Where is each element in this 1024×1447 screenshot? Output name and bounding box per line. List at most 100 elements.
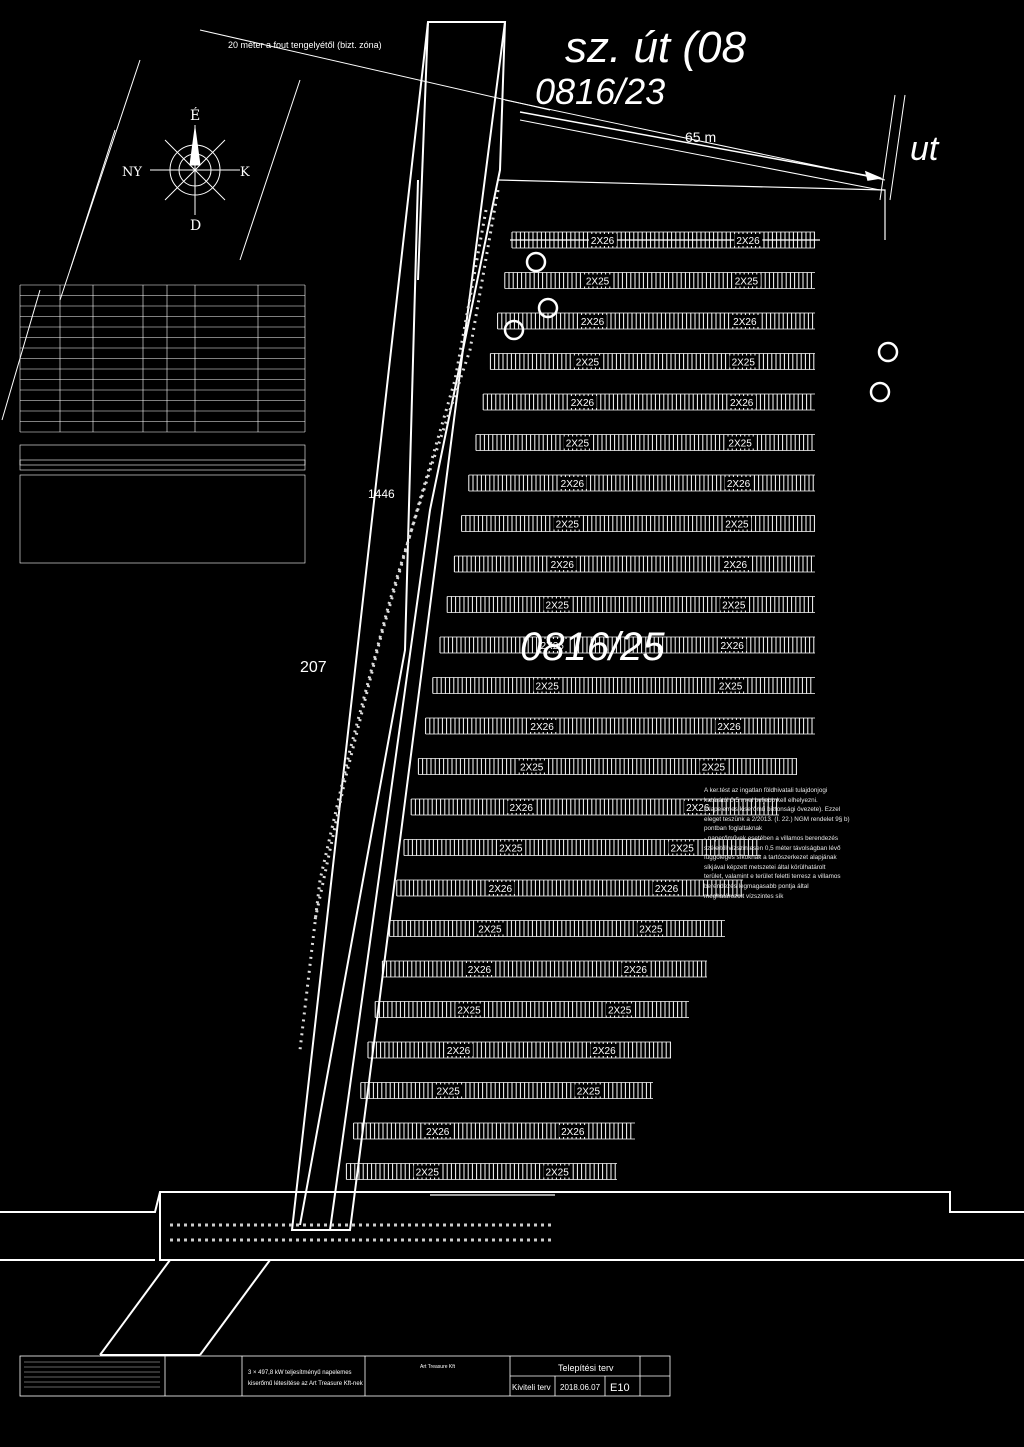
panel-row-label: 2X25 [608,1006,632,1017]
parcel-data-table [19,284,306,564]
panel-row-label: 2X26 [541,641,565,652]
panel-row-label: 2X26 [592,1046,616,1057]
note-line: A ker.tést az ingatlan földhivatali tula… [704,787,828,794]
note-line: (Napelemes kiserőmű biztonsági övezete).… [704,806,841,814]
project-line-1: 3 × 497,8 kW teljesítményű napelemes [248,1370,352,1376]
panel-row-label: 2X25 [535,682,559,693]
panel-row-label: 2X26 [530,722,554,733]
panel-row-label: 2X26 [736,236,760,247]
panel-row-label: 2X25 [735,277,759,288]
table-box [19,474,306,564]
note-line: széleitől vízszintesen 0,5 méter távolsá… [704,844,841,852]
north-arrow-icon [150,125,240,215]
panel-row-label: 2X25 [576,358,600,369]
project-line-2: kiserőmű létesítése az Art Treasure Kft-… [248,1381,364,1387]
panel-row-label: 2X25 [722,601,746,612]
panel-row-label: 2X25 [670,844,694,855]
bottom-road [0,1191,1024,1356]
client-name: Art Treasure Kft [420,1364,456,1370]
compass-east: K [240,165,250,180]
panel-row-label: 2X26 [551,560,575,571]
note-line: terület, valamint e terület feletti terr… [704,873,841,881]
panel-row: 2X26 2X26 [396,879,743,897]
table-box [19,444,306,466]
road-parcel-number: 0816/23 [535,71,665,112]
panel-row-label: 2X26 [721,641,745,652]
road-label: sz. út (08 [565,23,746,72]
panel-row: 2X25 2X25 [504,272,815,289]
panel-row-label: 2X25 [457,1006,481,1017]
note-line: - naperőművek esetében a villamos berend… [704,834,839,842]
panel-row-label: 2X26 [571,398,595,409]
distance-label: 65 m [685,129,716,145]
panel-row: 2X26 2X26 [353,1122,635,1140]
panel-row-label: 2X25 [556,520,580,531]
panel-row-label: 2X25 [566,439,590,450]
note-line: síkjával képzett metszetei által körülha… [704,863,826,871]
panel-row-label: 2X26 [581,317,605,328]
title-block-frame [19,1355,671,1397]
zone-label: 20 méter a fout tengelyétől (bizt. zóna) [228,40,382,50]
panel-row-label: 2X25 [725,520,749,531]
panel-row-label: 2X26 [655,884,679,895]
panel-row-label: 2X26 [561,1127,585,1138]
road-suffix: ut [910,130,940,168]
panel-row: 2X26 2X26 [425,717,815,735]
compass-west: NY [122,165,142,180]
note-line: függőleges síkoknak a tartószerkezet ala… [704,854,837,862]
panel-row: 2X26 2X26 [482,393,815,411]
panel-row-label: 2X26 [727,479,751,490]
compass-north: É [190,106,200,124]
drawing-date: 2018.06.07 [560,1383,601,1392]
panel-row-label: 2X25 [478,925,502,936]
panel-row-label: 2X25 [436,1087,460,1098]
panel-row-label: 2X25 [577,1087,601,1098]
panel-row-label: 2X25 [702,763,726,774]
note-line: eleget teszünk a 2/2013. (I. 22.) NGM re… [704,815,850,823]
panel-row-label: 2X26 [426,1127,450,1138]
panel-row-label: 2X25 [416,1168,440,1179]
panel-row-label: 2X25 [586,277,610,288]
panel-row-label: 2X25 [520,763,544,774]
note-line: meghatározott vízszintes sík [704,892,784,900]
sheet-number: E10 [610,1382,630,1394]
panel-row: 2X25 2X25 [403,839,761,856]
panel-row: 2X26 2X26 [439,636,815,654]
panel-row-label: 2X25 [499,844,523,855]
note-line: berendezés legmagasabb pontja által [704,882,809,890]
panel-row-label: 2X26 [733,317,757,328]
panel-row: 2X25 2X25 [374,1001,689,1018]
panel-row: 2X25 2X25 [432,677,815,694]
panel-row: 2X26 2X26 [453,555,815,573]
panel-row: 2X25 2X25 [389,920,725,937]
compass-south: D [190,218,201,234]
panel-row-label: 2X25 [639,925,663,936]
table-box [19,459,306,471]
panel-row-label: 2X26 [730,398,754,409]
panel-row-label: 2X26 [717,722,741,733]
panel-row-label: 2X26 [510,803,534,814]
access-road [290,21,507,1231]
sheet-title: Telepítési terv [558,1363,614,1373]
pole-markers [503,251,899,403]
panel-row: 2X25 2X25 [461,515,815,532]
panel-row-label: 2X25 [719,682,743,693]
panel-rows: 2X26 2X26 2X25 2X25 2X26 2X26 2X25 2X25 2X26 2X26… [345,231,815,1180]
note-line: pontban foglaltaknak [704,825,763,833]
design-phase: Kiviteli terv [512,1383,551,1392]
note-line: határától 0,5 m-el beljebb kell elhelyez… [704,796,818,804]
panel-row-label: 2X26 [724,560,748,571]
panel-row-label: 2X26 [489,884,513,895]
panel-row: 2X25 2X25 [417,758,797,775]
panel-row-label: 2X26 [624,965,648,976]
